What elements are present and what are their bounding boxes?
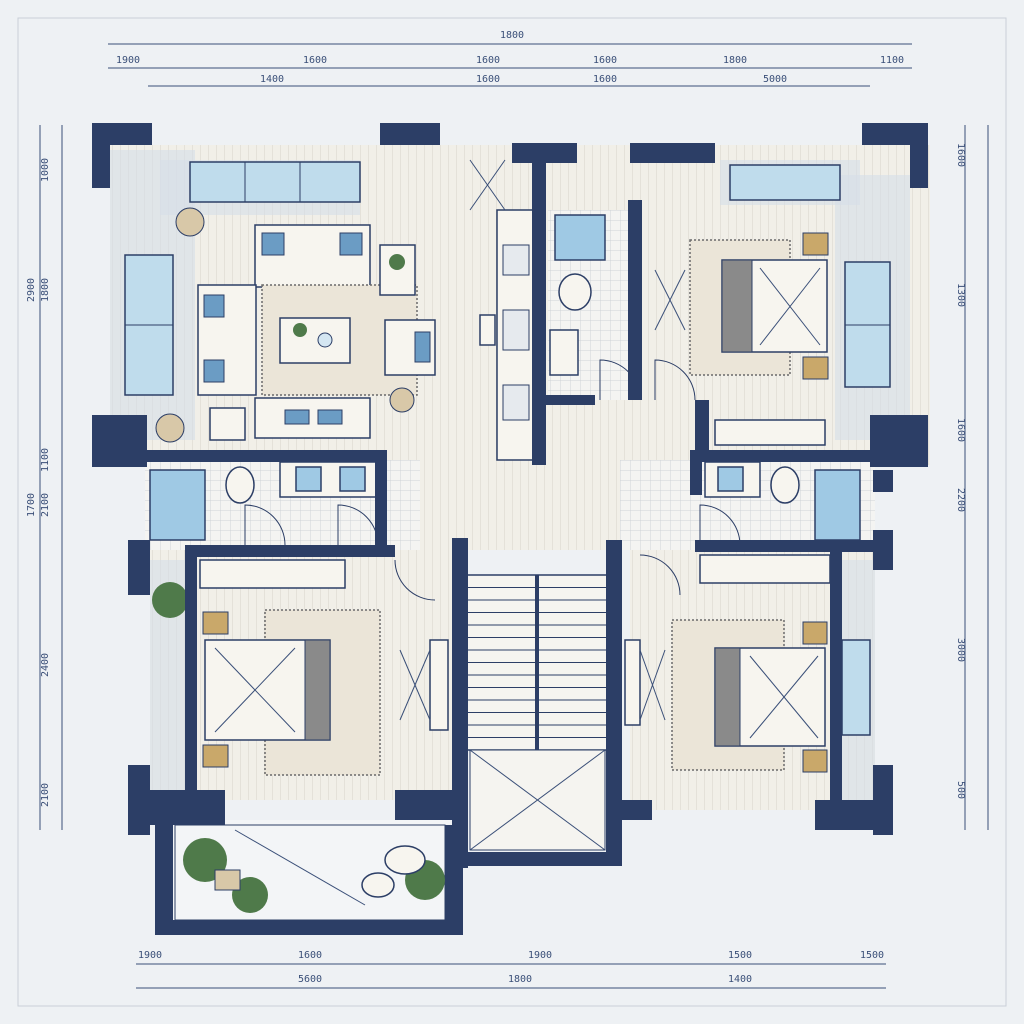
dim-bottom2-1: 5600: [298, 974, 322, 985]
bedroom-tr-window-top: [729, 164, 841, 201]
dim-top2-3: 1600: [593, 74, 617, 85]
dim-left-6: 2100: [40, 783, 51, 807]
dim-bottom2-3: 1400: [728, 974, 752, 985]
dim-top2-4: 5000: [763, 74, 787, 85]
dim-top-4: 1600: [593, 55, 617, 66]
dim-bottom-4: 1500: [728, 950, 752, 961]
dim-right-5: 3000: [955, 638, 966, 662]
nightstand-br-2: [802, 749, 828, 773]
balcony-lounger-1: [384, 845, 426, 875]
dim-top-6: 1100: [880, 55, 904, 66]
stool: [389, 387, 415, 413]
nightstand-tr-1: [802, 232, 829, 256]
walls: [92, 123, 928, 935]
dim-right-2: 1300: [955, 283, 966, 307]
dim-bottom-1: 1900: [138, 950, 162, 961]
dim-bottom-5: 1500: [860, 950, 884, 961]
desk-bl: [429, 639, 449, 731]
dim-top-5: 1800: [723, 55, 747, 66]
shower-center: [554, 214, 606, 261]
paper-border: [17, 17, 1007, 1007]
dim-right-6: 500: [955, 781, 966, 799]
dim-top-overall: 1800: [500, 30, 524, 41]
dim-left2-1: 2900: [26, 278, 37, 302]
bedroom-br-window: [841, 639, 871, 736]
nightstand-bl-1: [202, 611, 229, 635]
bathroom-right: [699, 461, 861, 546]
dim-top-3: 1600: [476, 55, 500, 66]
dim-bottom2-2: 1800: [508, 974, 532, 985]
bathtub-right: [814, 469, 861, 541]
wardrobe-bl: [199, 559, 346, 589]
staircase: [464, 574, 611, 851]
balcony-chair: [214, 869, 241, 891]
balcony: [174, 824, 446, 921]
end-table: [209, 407, 246, 441]
dim-left-1: 1000: [40, 158, 51, 182]
toilet-right: [770, 466, 800, 504]
pouf: [155, 413, 185, 443]
wardrobe-tr: [714, 419, 826, 446]
bathroom-center: [548, 210, 641, 401]
dim-right-3: 1600: [955, 418, 966, 442]
sofa-bottom: [254, 397, 371, 439]
living-window-top: [189, 161, 361, 203]
dim-top2-2: 1600: [476, 74, 500, 85]
bathtub-left: [149, 469, 206, 541]
toilet-center: [558, 273, 592, 311]
dim-left2-2: 1700: [26, 493, 37, 517]
dim-left-3: 1100: [40, 448, 51, 472]
nightstand-bl-2: [202, 744, 229, 768]
living-room: [110, 150, 436, 443]
nightstand-br-1: [802, 621, 828, 645]
dim-left-5: 2400: [40, 653, 51, 677]
coffee-table: [279, 317, 351, 364]
dim-left-2: 1800: [40, 278, 51, 302]
plant-balcony-2: [232, 877, 268, 913]
toilet-left: [225, 466, 255, 504]
bedroom-bottom-right: [624, 554, 875, 805]
dim-top2-1: 1400: [260, 74, 284, 85]
dim-top-1: 1900: [116, 55, 140, 66]
plant-bedroom-bl: [152, 582, 188, 618]
side-table: [379, 244, 416, 296]
bedroom-bottom-left: [150, 559, 449, 790]
sink-center: [549, 329, 579, 376]
floor-lamp: [175, 207, 205, 237]
balcony-lounger-2: [361, 872, 395, 898]
kitchen: [469, 159, 536, 461]
nightstand-tr-2: [802, 356, 829, 380]
dim-top-2: 1600: [303, 55, 327, 66]
dim-right-1: 1600: [955, 143, 966, 167]
dimension-lines: [39, 43, 989, 989]
dim-left-4: 2100: [40, 493, 51, 517]
bathroom-left: [149, 461, 381, 546]
desk-br: [624, 639, 641, 726]
wardrobe-br: [699, 554, 831, 584]
bedroom-top-right: [654, 160, 910, 446]
dim-right-4: 2200: [955, 488, 966, 512]
dim-bottom-3: 1900: [528, 950, 552, 961]
dim-bottom-2: 1600: [298, 950, 322, 961]
